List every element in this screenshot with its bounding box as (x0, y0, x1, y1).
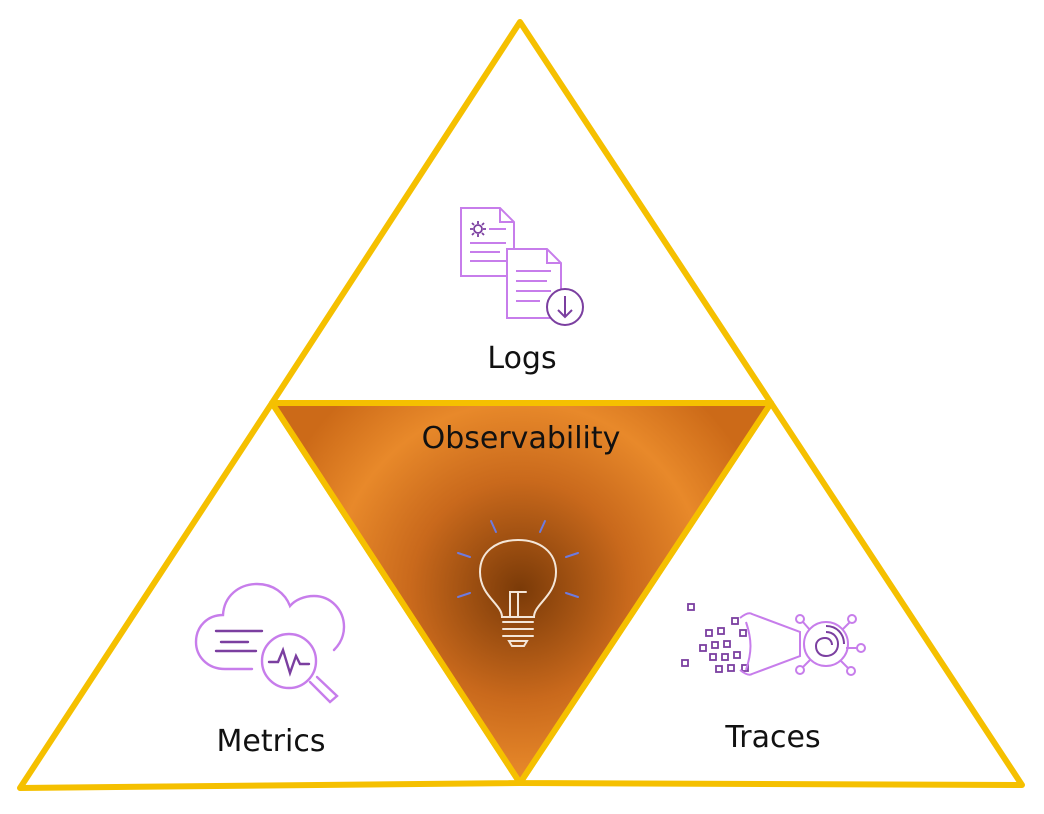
logs-label: Logs (487, 341, 556, 376)
cloud-metrics-search-icon (194, 582, 346, 704)
log-documents-icon (460, 207, 584, 326)
metrics-label: Metrics (217, 724, 326, 759)
trace-funnel-fingerprint-icon (681, 603, 866, 676)
center-label: Observability (422, 421, 621, 456)
traces-label: Traces (724, 720, 820, 755)
lightbulb-icon (457, 520, 579, 647)
